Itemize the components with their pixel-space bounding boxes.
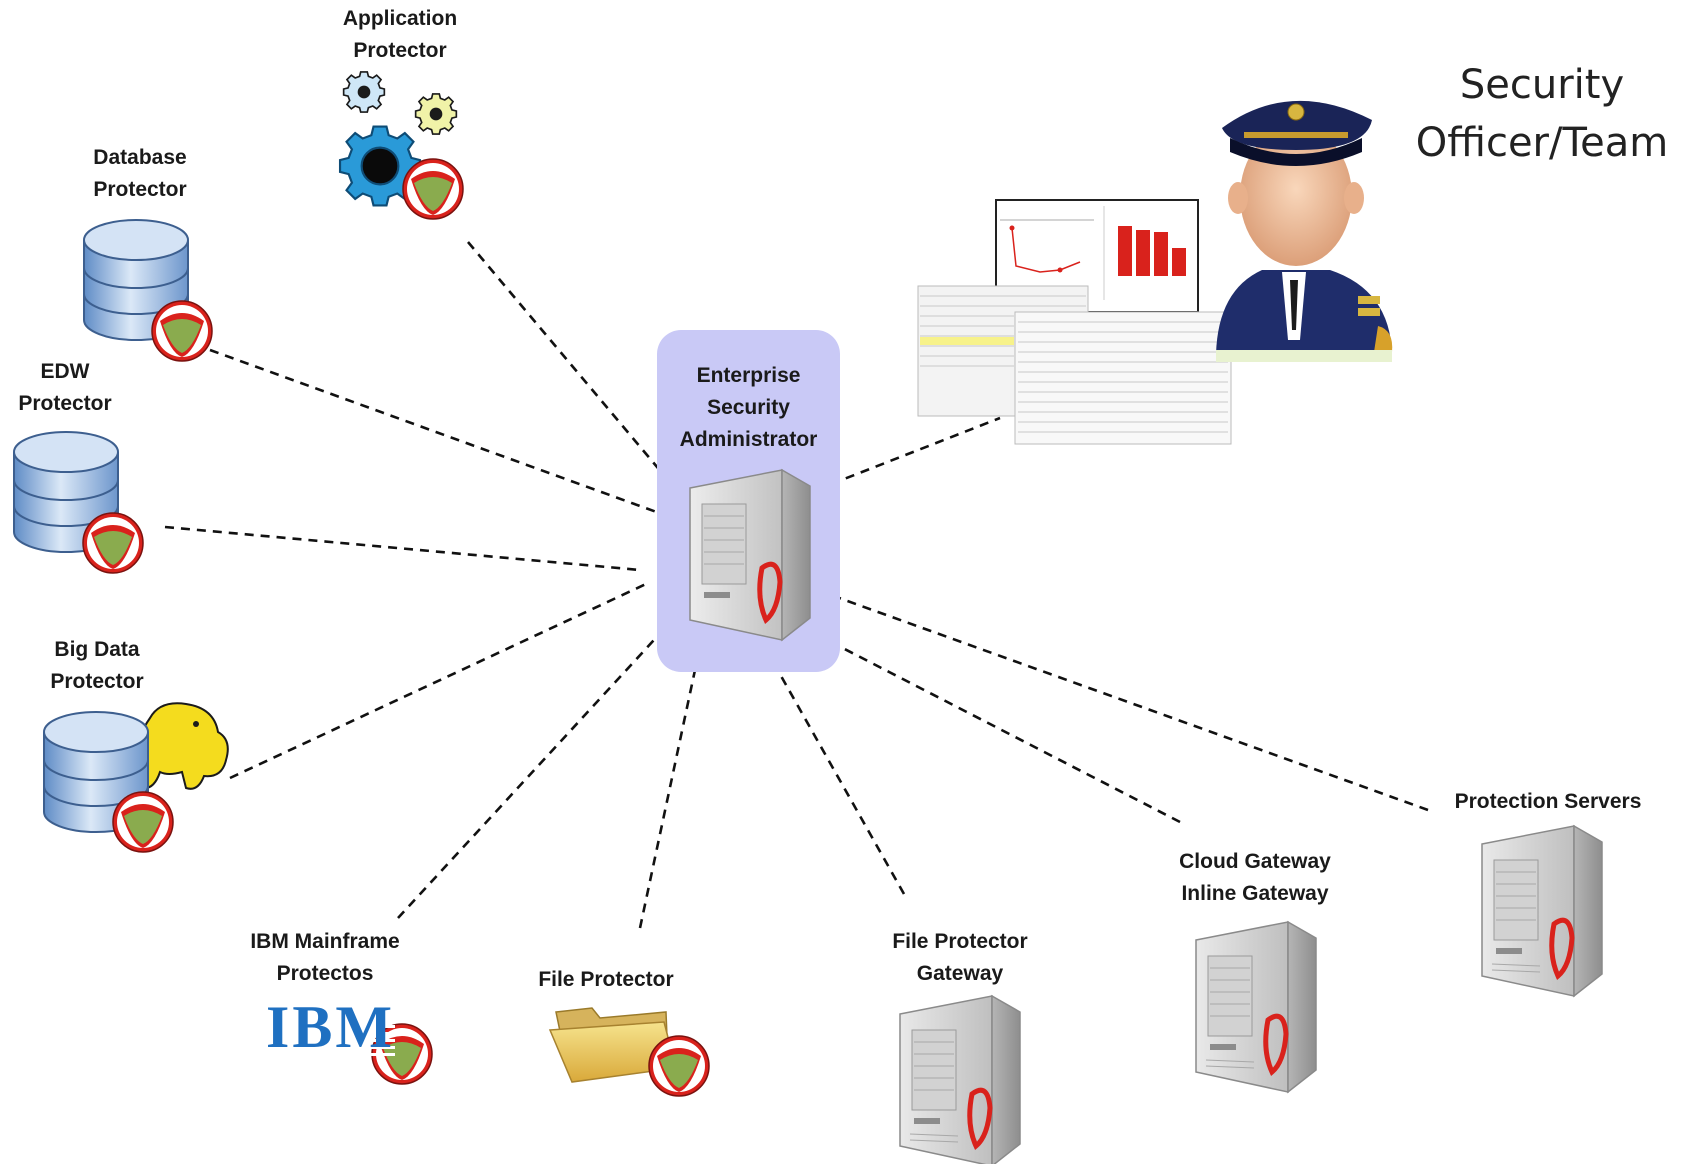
protector-badge-icon: [402, 158, 464, 220]
database-protector-label: Database Protector: [60, 142, 220, 206]
cloud-gateway-label-line-1: Cloud Gateway: [1179, 850, 1331, 873]
file-protector-gateway-label-line-2: Gateway: [916, 962, 1004, 985]
esa-label-line-1: Enterprise: [696, 364, 801, 387]
application-protector-label: Application Protector: [320, 3, 480, 67]
esa-label-line-3: Administrator: [679, 428, 818, 451]
protection-servers-label-line-1: Protection Servers: [1454, 790, 1642, 813]
file-protector-gateway-label: File Protector Gateway: [870, 926, 1050, 990]
edw-protector-label-line-1: EDW: [40, 360, 90, 383]
security-officer-icon: [1216, 100, 1393, 362]
security-officer-label-line-1: Security: [1459, 62, 1625, 108]
protection-servers-label: Protection Servers: [1428, 786, 1668, 818]
protector-badge-icon: [648, 1035, 710, 1097]
cloud-gateway-label: Cloud Gateway Inline Gateway: [1160, 846, 1350, 910]
hadoop-elephant-icon: [136, 702, 229, 790]
database-protector-label-line-1: Database: [93, 146, 187, 169]
big-data-protector-label-line-1: Big Data: [54, 638, 140, 661]
ibm-mainframe-label-line-2: Protectos: [276, 962, 374, 985]
security-officer-label: Security Officer/Team: [1392, 56, 1692, 172]
ibm-logo: IBM: [266, 997, 395, 1057]
dashboard-screenshot-image: [917, 199, 1232, 445]
application-protector-label-line-1: Application: [342, 7, 458, 30]
server-icon: [1196, 922, 1316, 1092]
server-icon: [900, 996, 1020, 1164]
edw-protector-label-line-2: Protector: [18, 392, 112, 415]
file-protector-gateway-label-line-1: File Protector: [892, 930, 1028, 953]
security-officer-label-line-2: Officer/Team: [1415, 120, 1669, 166]
file-protector-label-line-1: File Protector: [538, 968, 674, 991]
big-data-protector-label-line-2: Protector: [50, 670, 144, 693]
database-protector-label-line-2: Protector: [93, 178, 187, 201]
file-protector-label: File Protector: [516, 964, 696, 996]
application-protector-label-line-2: Protector: [353, 39, 447, 62]
server-icon: [1482, 826, 1602, 996]
esa-label: Enterprise Security Administrator: [657, 360, 840, 456]
ibm-mainframe-label: IBM Mainframe Protectos: [230, 926, 420, 990]
protector-badge-icon: [82, 512, 144, 574]
ibm-mainframe-label-line-1: IBM Mainframe: [250, 930, 400, 953]
esa-label-line-2: Security: [707, 396, 790, 419]
protector-badge-icon: [112, 791, 174, 853]
protector-badge-icon: [151, 300, 213, 362]
big-data-protector-label: Big Data Protector: [20, 634, 174, 698]
ibm-logo-text: IBM: [266, 994, 395, 1060]
connector-lines: [164, 241, 1429, 929]
edw-protector-label: EDW Protector: [0, 356, 130, 420]
gears-icon: [338, 71, 458, 207]
cloud-gateway-label-line-2: Inline Gateway: [1181, 882, 1329, 905]
